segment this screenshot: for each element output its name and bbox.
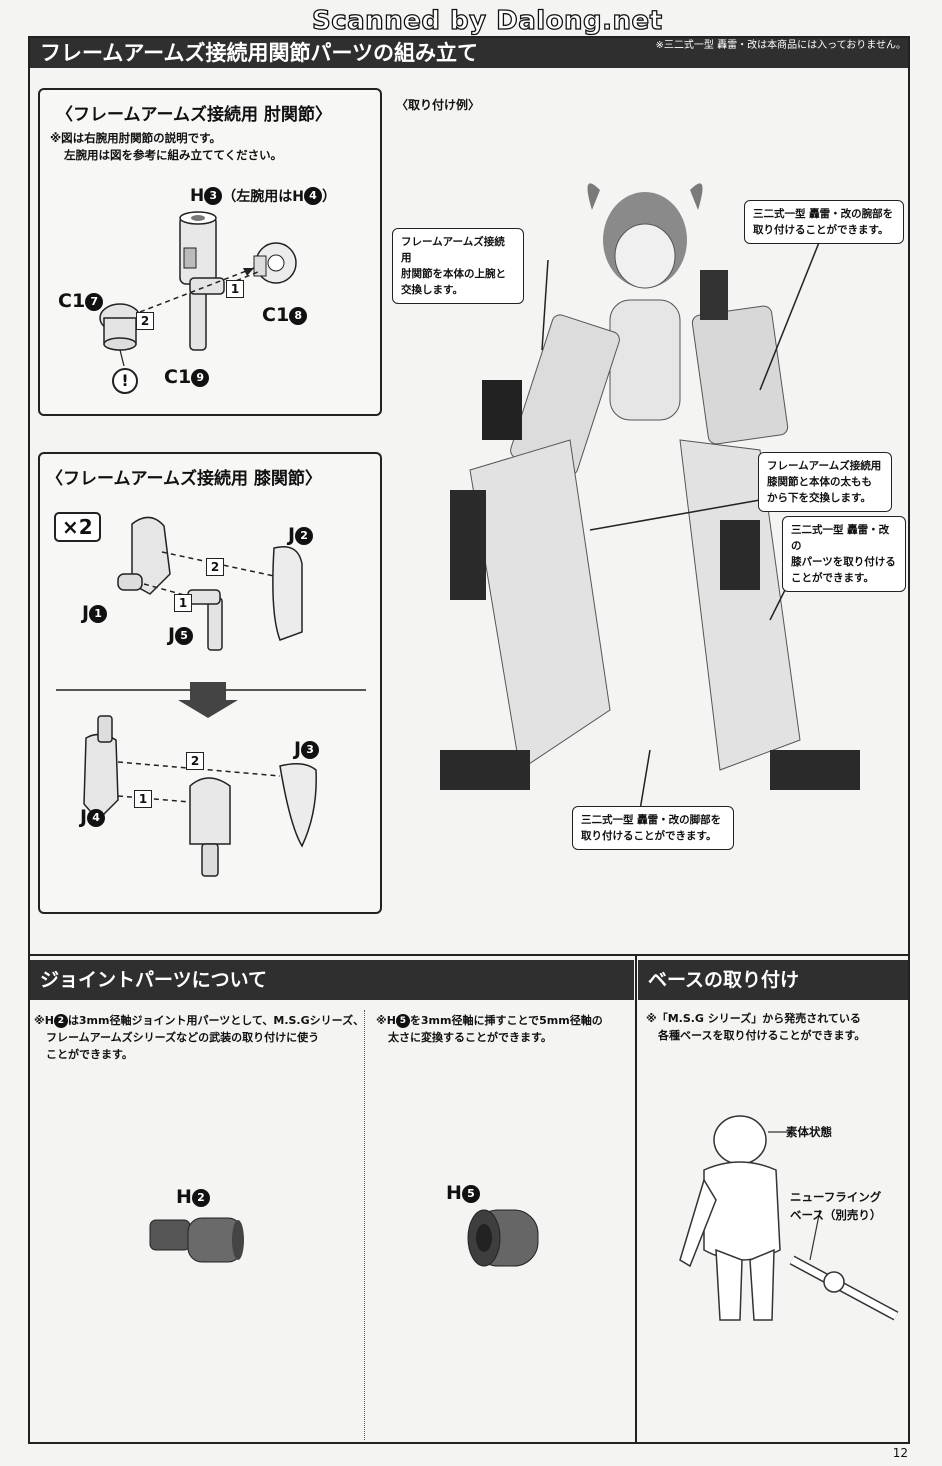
callout-upper-arm: フレームアームズ接続用 肘関節を本体の上腕と 交換します。 [392,228,524,304]
step-2-marker: 2 [206,558,224,576]
part-number-badge: 2 [53,1014,68,1028]
quantity-badge: ×2 [54,512,101,542]
knee-title: 〈フレームアームズ接続用 膝関節〉 [46,469,322,489]
section-header-base: ベースの取り付け [638,960,908,1000]
step-2-marker: 2 [186,752,204,770]
step-1-marker: 1 [134,790,152,808]
elbow-title: 〈フレームアームズ接続用 肘関節〉 [56,105,332,125]
part-number-badge: 3 [204,187,223,205]
example-title: 〈取り付け例〉 [396,98,481,112]
part-number-badge: 2 [295,526,314,545]
callout-knee: 三二式一型 轟雷・改の 膝パーツを取り付ける ことができます。 [782,516,906,592]
h2-part-illustration [149,1217,244,1263]
elbow-joint-box: 〈フレームアームズ接続用 肘関節〉 ※図は右腕用肘関節の説明です。 左腕用は図を… [38,88,382,416]
part-number-badge: 4 [87,808,106,827]
elbow-note-2: 左腕用は図を参考に組み立ててください。 [64,148,283,162]
part-number-badge: 5 [395,1014,410,1028]
callout-leg: 三二式一型 轟雷・改の脚部を 取り付けることができます。 [572,806,734,850]
scan-watermark: Scanned by Dalong.net [311,5,663,36]
label-body-state: 素体状態 [786,1125,832,1139]
knee-assembly-diagram [56,516,366,877]
label-flying-base: ニューフライング ベース（別売り） [790,1190,882,1222]
page-number: 12 [892,1446,908,1460]
step-2-marker: 2 [136,312,154,330]
elbow-note-1: ※図は右腕用肘関節の説明です。 [50,131,222,145]
part-number-badge: 8 [289,306,308,325]
part-number-badge: 5 [461,1184,480,1203]
section-header-assembly: フレームアームズ接続用関節パーツの組み立て [30,38,908,68]
part-number-badge: 5 [175,626,194,645]
base-illustration [679,1115,899,1321]
part-number-badge: 7 [85,292,104,311]
h5-part-illustration [467,1209,539,1267]
elbow-assembly-diagram [99,211,297,367]
step-1-marker: 1 [174,594,192,612]
base-title: ベースの取り付け [648,969,800,991]
step-1-marker: 1 [226,280,244,298]
part-number-badge: 3 [301,740,320,759]
part-number-badge: 1 [89,604,108,623]
base-note: ※「M.S.G シリーズ」から発売されている 各種ベースを取り付けることができま… [646,1012,866,1042]
part-number-badge: 4 [303,187,322,205]
joint-title: ジョイントパーツについて [40,969,268,991]
figure-illustration [440,183,860,811]
header-title: フレームアームズ接続用関節パーツの組み立て [40,41,479,65]
section-header-joint: ジョイントパーツについて [30,960,634,1000]
header-note: ※三二式一型 轟雷・改は本商品には入っておりません。 [655,40,906,51]
callout-arm: 三二式一型 轟雷・改の腕部を 取り付けることができます。 [744,200,904,244]
section-divider [28,954,910,956]
column-divider [635,956,637,1442]
page-frame [28,36,910,1444]
part-number-badge: 9 [191,368,210,387]
callout-thigh: フレームアームズ接続用 膝関節と本体の太もも から下を交換します。 [758,452,892,512]
warning-icon: ! [112,368,138,394]
part-number-badge: 2 [191,1188,210,1207]
column-divider-dotted [364,1010,365,1440]
